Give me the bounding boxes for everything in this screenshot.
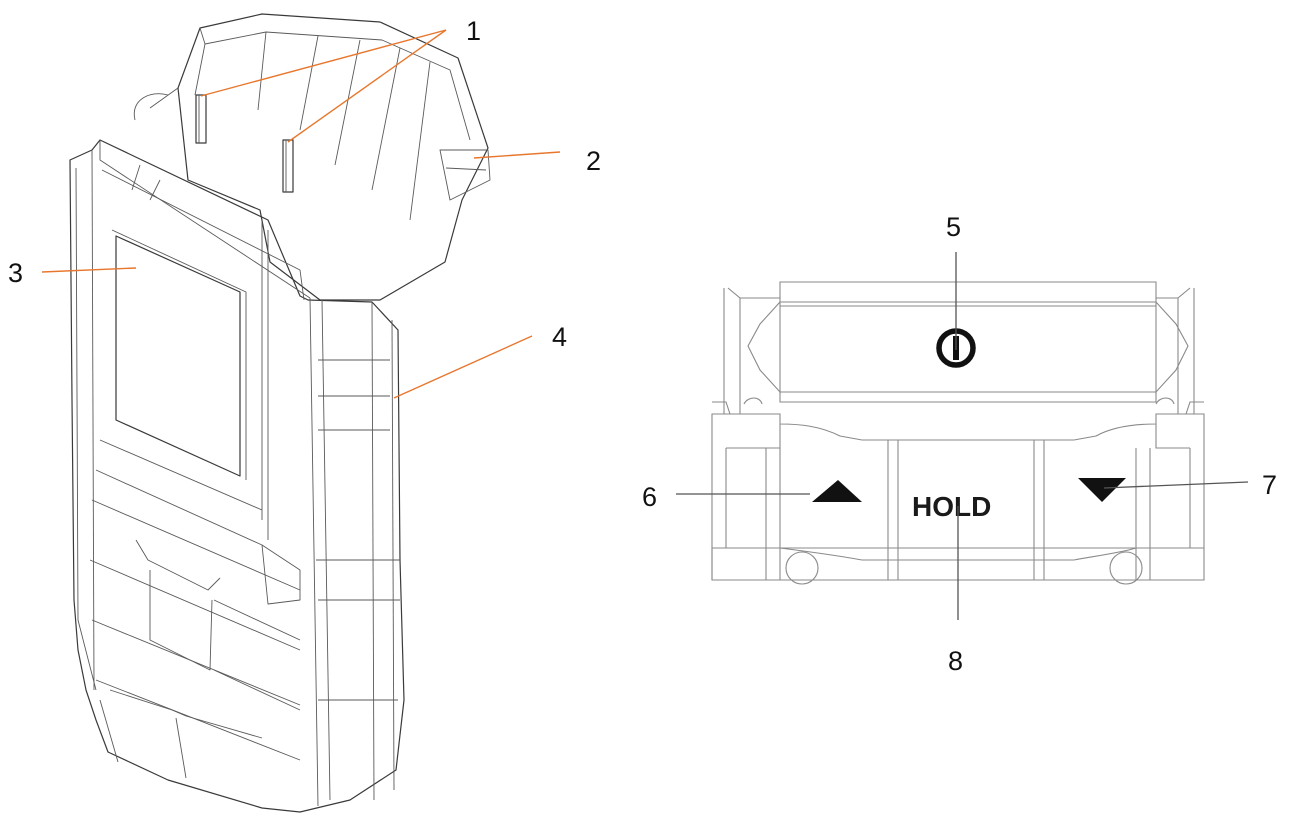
up-triangle-icon[interactable]	[812, 480, 862, 502]
leader-1b	[287, 29, 447, 143]
callout-1: 1	[466, 16, 481, 46]
hold-button-label[interactable]: HOLD	[912, 491, 991, 522]
leader-7	[1103, 481, 1249, 489]
display-screen	[111, 229, 247, 480]
top-handle	[133, 13, 491, 301]
device-drawing	[69, 13, 491, 813]
callout-5: 5	[946, 212, 961, 242]
leader-3	[41, 267, 137, 273]
leader-4	[393, 335, 533, 399]
callout-8: 8	[948, 646, 963, 676]
device-leaders	[41, 29, 561, 399]
callout-2: 2	[586, 146, 601, 176]
callout-7: 7	[1262, 470, 1277, 500]
leader-2	[473, 151, 561, 159]
down-triangle-icon[interactable]	[1078, 478, 1126, 502]
callout-3: 3	[8, 258, 23, 288]
keypad-leaders	[676, 252, 1249, 620]
callout-4: 4	[552, 322, 567, 352]
device-body	[69, 139, 405, 813]
leader-1a	[200, 29, 447, 97]
callout-6: 6	[642, 482, 657, 512]
connector-pins	[195, 94, 294, 193]
